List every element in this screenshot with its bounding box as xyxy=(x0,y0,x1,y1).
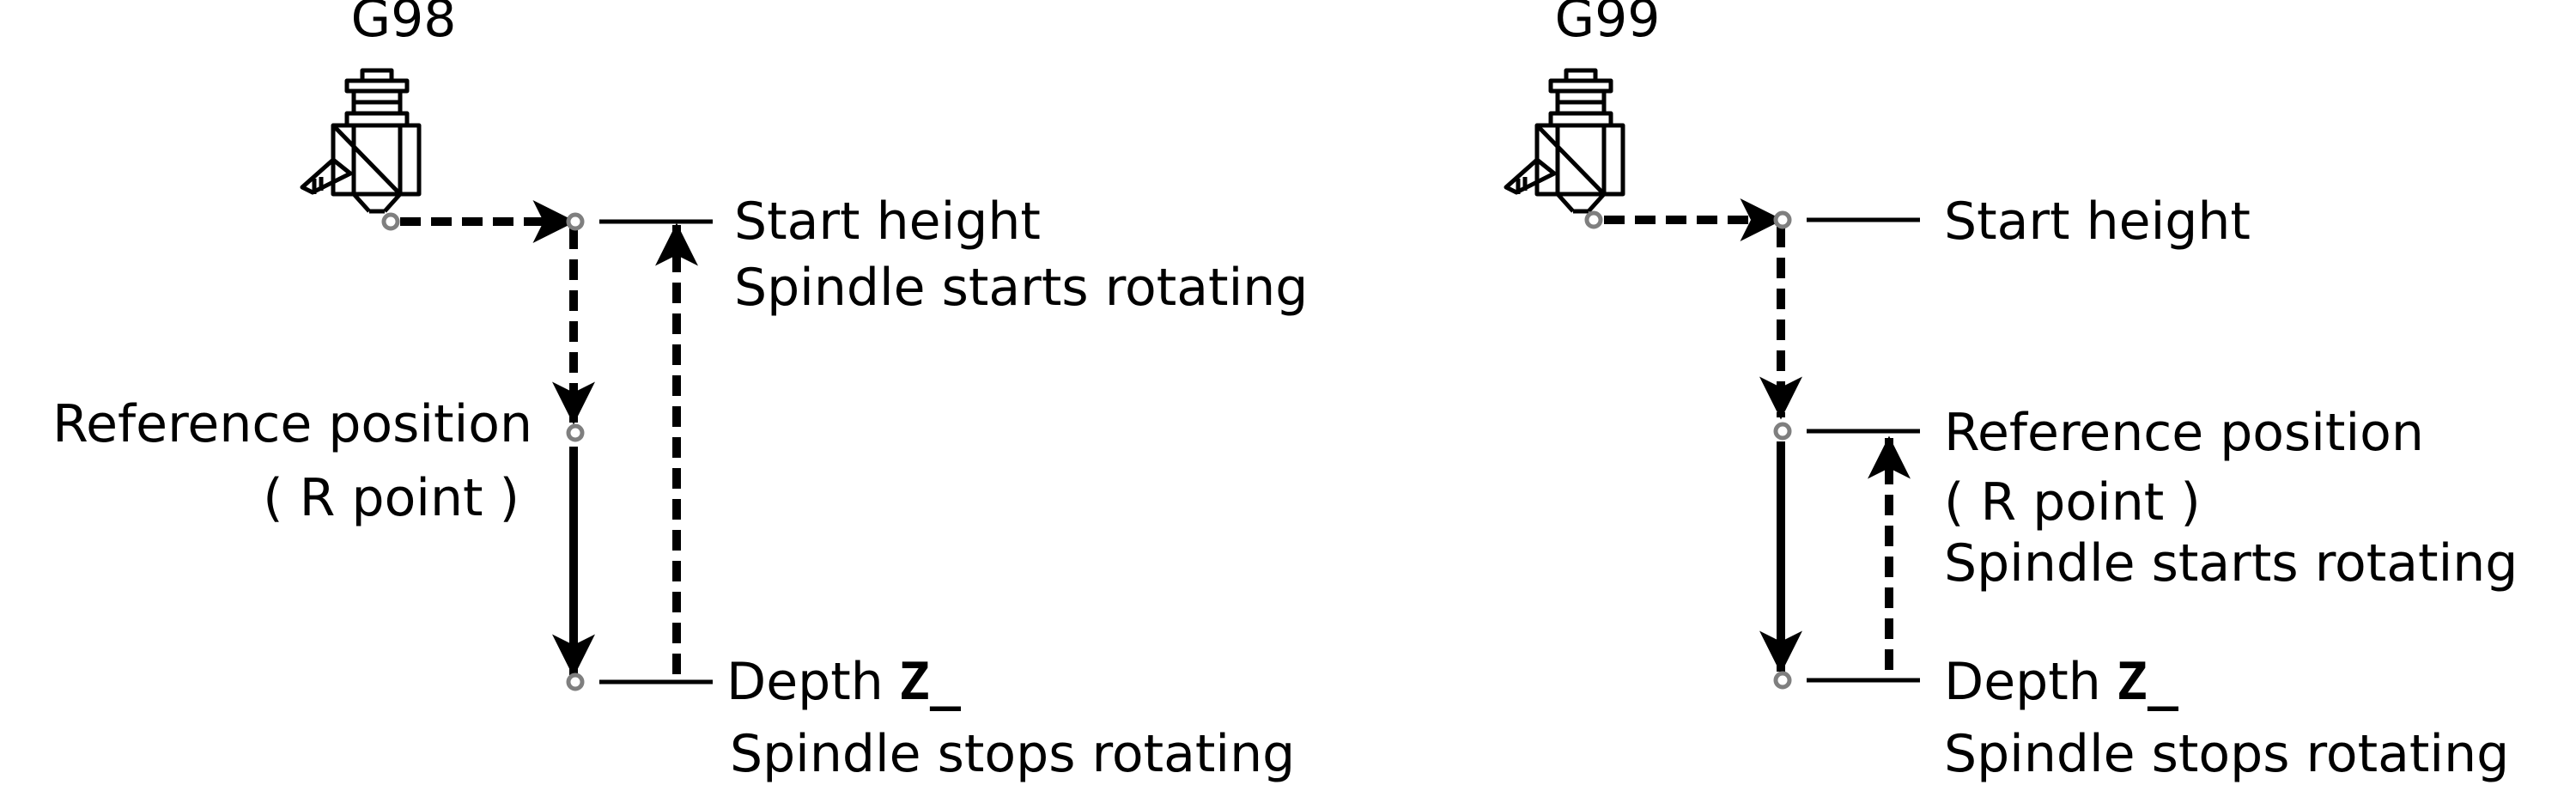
g98-reference-position-label: Reference position xyxy=(52,394,532,454)
g98-depth-point xyxy=(566,672,585,691)
g99-spindle-stop-label: Spindle stops rotating xyxy=(1944,724,2509,784)
g99-spindle-start-label: Spindle starts rotating xyxy=(1944,533,2518,593)
g99-panel: G99 Start height Reference position ( R … xyxy=(1506,0,2518,784)
g98-tool-tip-point xyxy=(381,212,400,231)
g98-r-point-label: ( R point ) xyxy=(263,468,519,528)
g98-start-height-label: Start height xyxy=(734,192,1041,252)
g99-start-height-label: Start height xyxy=(1944,192,2251,252)
g99-depth-point xyxy=(1773,671,1792,690)
g99-start-point xyxy=(1773,210,1792,229)
g99-tool-tip-point xyxy=(1584,210,1603,229)
g98-mode-label: G98 xyxy=(351,0,457,49)
g99-r-point-label: ( R point ) xyxy=(1944,472,2201,532)
g98-spindle-stop-label: Spindle stops rotating xyxy=(730,724,1295,784)
g98-spindle-start-label: Spindle starts rotating xyxy=(734,258,1308,318)
g98-r-point xyxy=(566,423,585,442)
g98-start-point xyxy=(566,212,585,231)
spindle-tool-icon xyxy=(1506,70,1623,211)
g99-r-point xyxy=(1773,422,1792,441)
g99-mode-label: G99 xyxy=(1555,0,1661,49)
spindle-tool-icon xyxy=(302,70,419,211)
g99-reference-position-label: Reference position xyxy=(1944,403,2424,463)
g98-panel: G98 Start height Spindle starts rotating… xyxy=(52,0,1308,784)
